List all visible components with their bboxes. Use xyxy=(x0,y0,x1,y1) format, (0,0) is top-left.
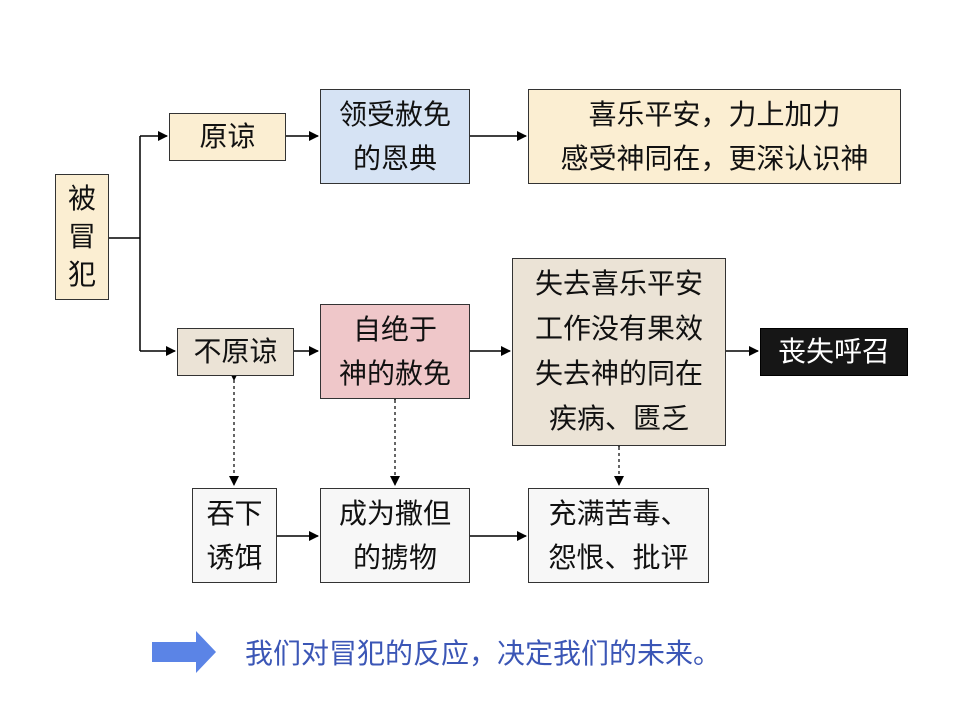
node-forgive-label: 原谅 xyxy=(199,120,256,154)
node-offended: 被 冒 犯 xyxy=(55,174,109,300)
node-forgive: 原谅 xyxy=(169,113,286,161)
node-receive-pardon-label: 领受赦免 的恩典 xyxy=(338,98,451,175)
node-lose-calling: 丧失呼召 xyxy=(760,328,908,376)
node-become-prey-label: 成为撒但 的掳物 xyxy=(338,497,451,574)
node-swallow-bait: 吞下 诱饵 xyxy=(192,488,277,583)
node-full-bitterness-label: 充满苦毒、 怨恨、批评 xyxy=(548,497,689,574)
node-lose-joy-label: 失去喜乐平安 工作没有果效 失去神的同在 疾病、匮乏 xyxy=(534,267,703,435)
node-swallow-bait-label: 吞下 诱饵 xyxy=(206,497,263,574)
node-cut-off-pardon: 自绝于 神的赦免 xyxy=(320,304,470,399)
node-lose-joy: 失去喜乐平安 工作没有果效 失去神的同在 疾病、匮乏 xyxy=(512,258,726,446)
footer-arrow-icon xyxy=(152,631,216,673)
node-cut-off-pardon-label: 自绝于 神的赦免 xyxy=(338,313,451,390)
node-joy-peace: 喜乐平安，力上加力 感受神同在，更深认识神 xyxy=(528,89,901,184)
node-joy-peace-label: 喜乐平安，力上加力 感受神同在，更深认识神 xyxy=(560,98,869,175)
footer-caption: 我们对冒犯的反应，决定我们的未来。 xyxy=(245,637,722,670)
node-become-prey: 成为撒但 的掳物 xyxy=(320,488,470,583)
node-receive-pardon: 领受赦免 的恩典 xyxy=(320,89,470,184)
node-not-forgive: 不原谅 xyxy=(177,328,294,376)
node-full-bitterness: 充满苦毒、 怨恨、批评 xyxy=(528,488,709,583)
node-lose-calling-label: 丧失呼召 xyxy=(777,335,890,369)
node-not-forgive-label: 不原谅 xyxy=(193,335,278,369)
node-offended-label: 被 冒 犯 xyxy=(67,182,96,291)
